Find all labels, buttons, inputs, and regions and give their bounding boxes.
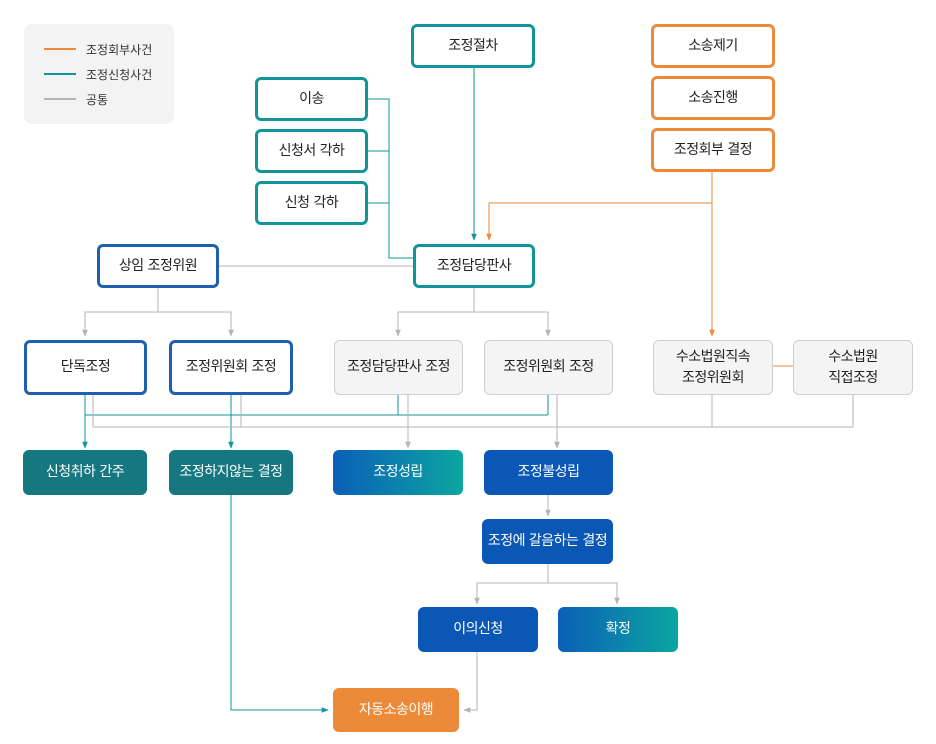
edge-standing-split <box>82 288 159 337</box>
node-auto-lawsuit: 자동소송이행 <box>333 688 459 732</box>
node-referral-decision: 조정회부 결정 <box>651 128 775 172</box>
node-no-mediation-decision: 조정하지않는 결정 <box>169 450 293 495</box>
edge-standing-split-2 <box>158 311 234 337</box>
node-court-committee: 수소법원직속 조정위원회 <box>653 340 773 395</box>
edge-decision-split <box>474 564 549 605</box>
node-committee-mediation-2: 조정위원회 조정 <box>484 340 613 395</box>
node-judge: 조정담당판사 <box>413 244 535 288</box>
legend-label: 공통 <box>86 92 109 107</box>
edge-judge-split-2 <box>474 311 551 337</box>
node-objection: 이의신청 <box>418 607 538 652</box>
edge-transfer-bus <box>368 98 413 259</box>
legend-line-orange <box>44 48 76 50</box>
legend-label: 조정회부사건 <box>86 42 153 57</box>
edge-gray-bus <box>93 395 854 428</box>
edge-objection-auto <box>463 652 478 713</box>
edge-decision-split-2 <box>548 582 620 605</box>
node-decision-in-lieu: 조정에 갈음하는 결정 <box>482 519 613 564</box>
edge-judge-split <box>395 288 475 337</box>
edge-referral-judge <box>486 202 712 241</box>
node-withdrawal: 신청취하 간주 <box>23 450 147 495</box>
node-transfer: 이송 <box>255 77 368 121</box>
legend-item-referral: 조정회부사건 <box>44 41 152 57</box>
node-mediation-procedure: 조정절차 <box>411 24 535 68</box>
node-committee-mediation-1: 조정위원회 조정 <box>169 340 293 395</box>
node-application-rejected: 신청 각하 <box>255 181 368 225</box>
node-finalized: 확정 <box>558 607 678 652</box>
node-court-direct: 수소법원 직접조정 <box>793 340 913 395</box>
node-settled: 조정성립 <box>333 450 463 495</box>
node-sole-mediation: 단독조정 <box>24 340 147 395</box>
legend-line-teal <box>44 73 76 75</box>
node-judge-mediation: 조정담당판사 조정 <box>334 340 463 395</box>
node-standing-member: 상임 조정위원 <box>97 244 219 288</box>
legend-item-common: 공통 <box>44 91 108 107</box>
legend-line-gray <box>44 98 76 100</box>
edge-nomed-auto <box>230 495 329 713</box>
node-lawsuit-filed: 소송제기 <box>651 24 775 68</box>
legend-label: 조정신청사건 <box>86 67 153 82</box>
legend-item-application: 조정신청사건 <box>44 66 152 82</box>
node-not-settled: 조정불성립 <box>484 450 613 495</box>
node-lawsuit-progress: 소송진행 <box>651 76 775 120</box>
legend: 조정회부사건 조정신청사건 공통 <box>24 24 174 124</box>
node-application-dismissed: 신청서 각하 <box>255 129 368 173</box>
